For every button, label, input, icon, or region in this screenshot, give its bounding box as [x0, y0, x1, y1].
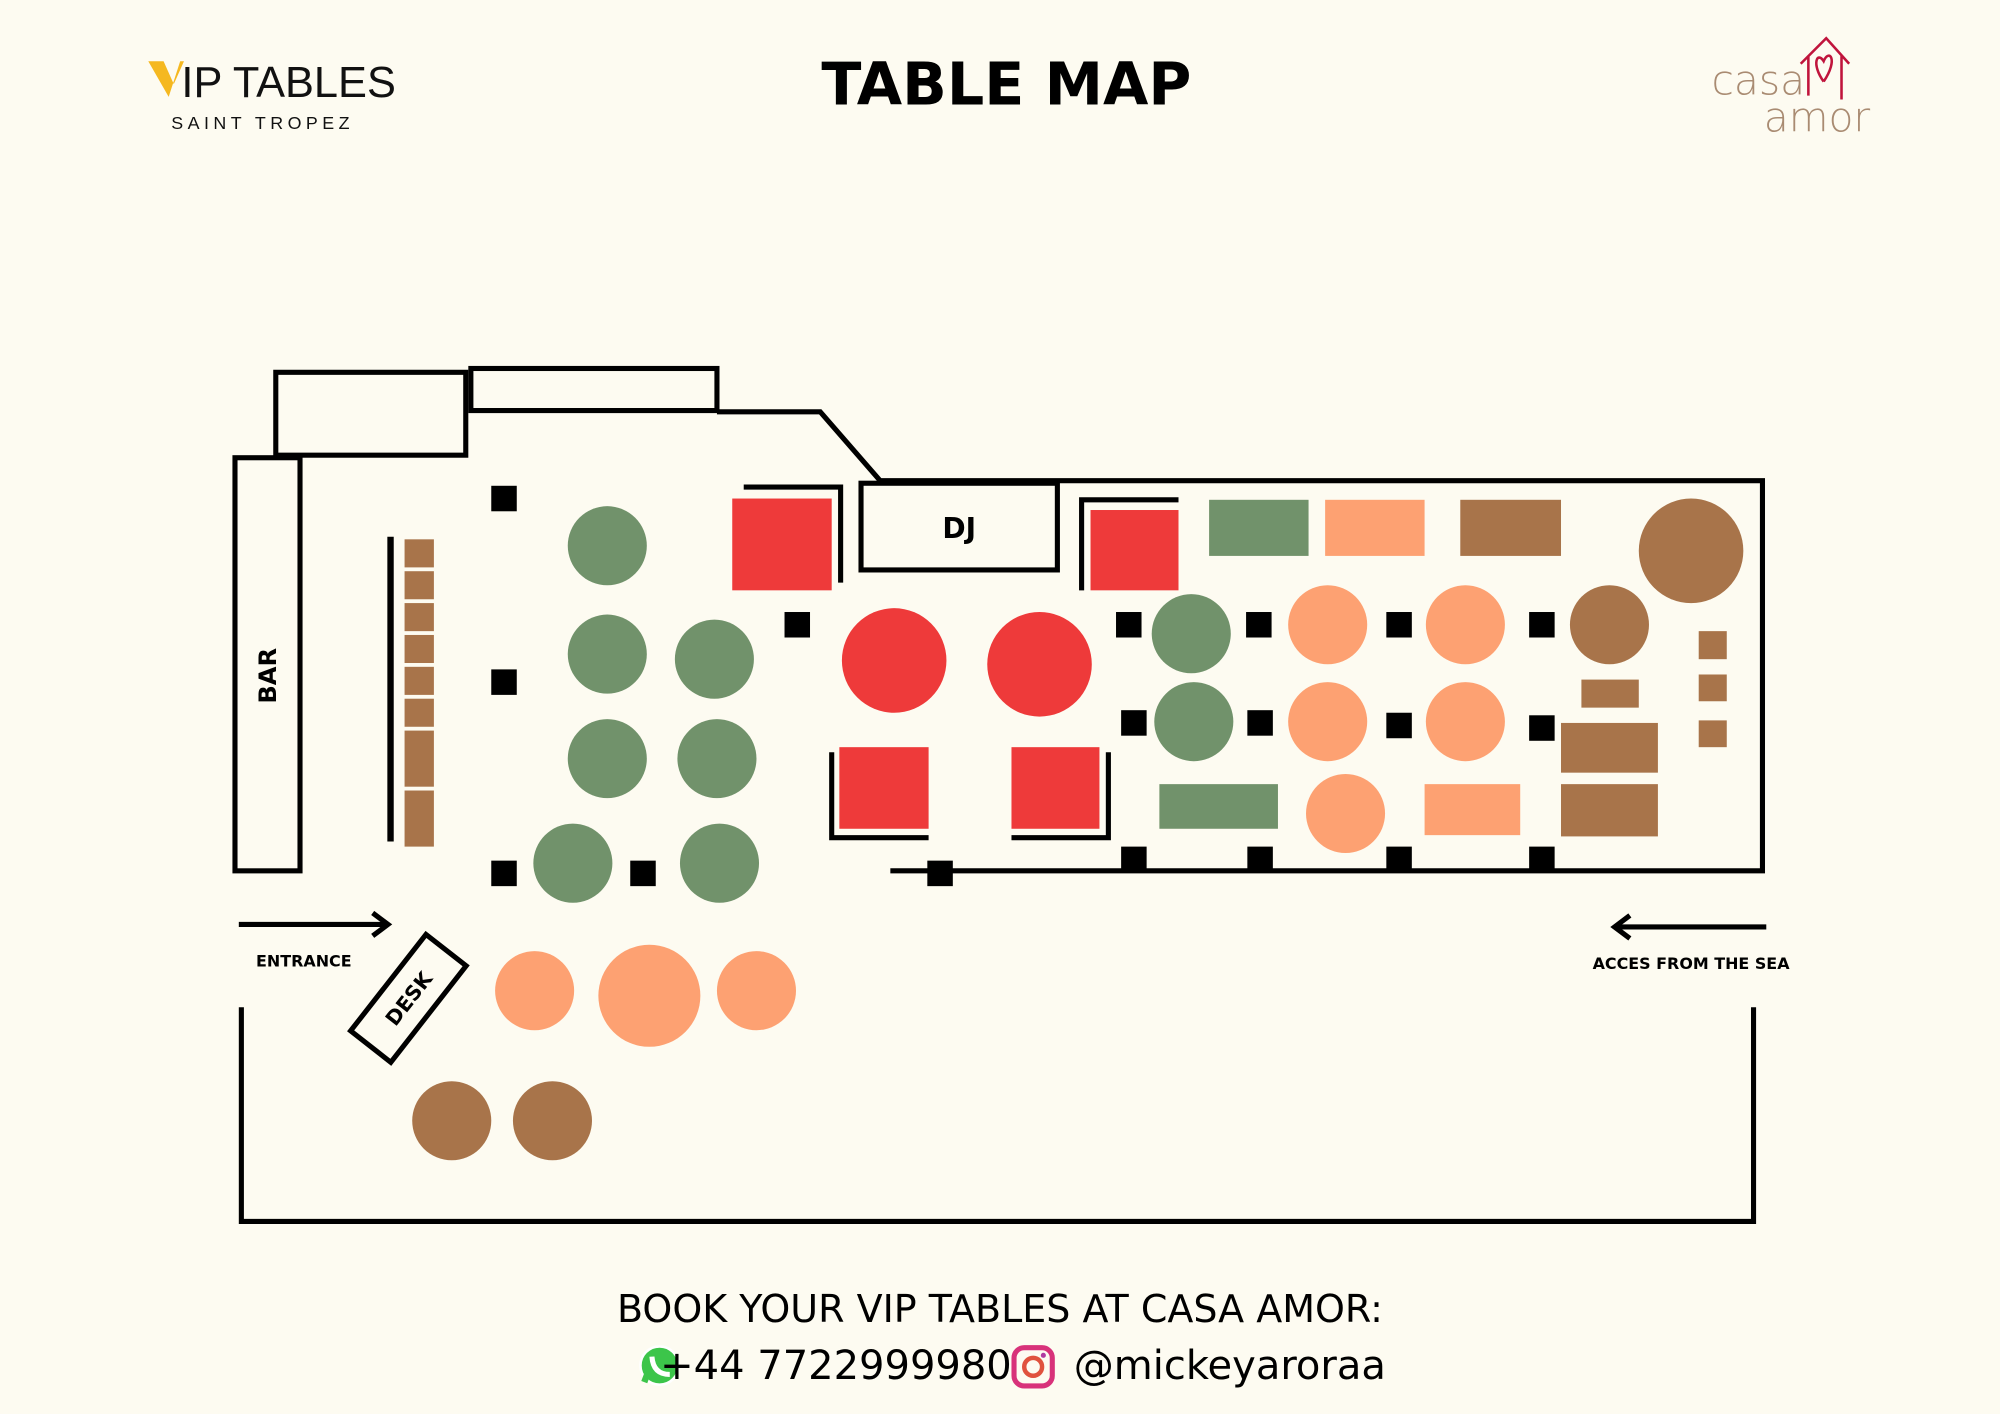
pillar — [1247, 710, 1273, 736]
table-brown-small[interactable] — [1698, 674, 1727, 702]
bar-stools — [404, 539, 434, 847]
table-salmon-rect[interactable] — [1325, 499, 1425, 556]
table-green-round[interactable] — [1154, 682, 1234, 762]
table-brown-round[interactable] — [1638, 498, 1744, 604]
table-brown-rect[interactable] — [1581, 679, 1639, 708]
logo-amor-text: amor — [1764, 93, 1871, 141]
bar-stool — [404, 666, 434, 695]
outer-terrace-wall — [238, 1007, 1757, 1225]
booking-headline: BOOK YOUR VIP TABLES AT CASA AMOR: — [617, 1287, 1383, 1331]
brown-tables — [412, 498, 1744, 1161]
table-red-square[interactable] — [1011, 747, 1100, 829]
table-green-rect[interactable] — [1159, 784, 1278, 829]
table-green-round[interactable] — [567, 614, 647, 694]
pillar — [1529, 715, 1555, 741]
bar-stool — [404, 603, 434, 632]
logo-main-text: IP TABLES — [181, 59, 395, 107]
bar-stool — [404, 539, 434, 568]
table-brown-rect[interactable] — [1460, 499, 1562, 556]
pillar — [1529, 846, 1555, 873]
table-green-round[interactable] — [567, 506, 647, 586]
table-red-round[interactable] — [841, 608, 947, 713]
pillar — [491, 485, 517, 512]
pillar — [1247, 846, 1273, 873]
green-tables — [533, 499, 1309, 903]
table-brown-round[interactable] — [512, 1081, 592, 1161]
bar-stool — [404, 698, 434, 727]
reception-desk: DESK — [347, 930, 470, 1066]
contact-line: +44 7722999980 @mickeyaroraa — [0, 1343, 2000, 1389]
sea-access-arrow-icon — [1610, 913, 1767, 941]
pillar — [927, 860, 953, 887]
table-salmon-round[interactable] — [1288, 682, 1368, 762]
bar-stool — [404, 571, 434, 600]
table-red-square[interactable] — [839, 747, 929, 829]
table-salmon-round[interactable] — [1425, 682, 1505, 762]
table-salmon-round[interactable] — [1288, 585, 1368, 665]
casa-amor-logo: casa amor — [1711, 36, 1871, 141]
pillar — [1121, 846, 1147, 873]
pillar — [1386, 712, 1412, 739]
bar-stool — [404, 730, 434, 787]
red-tables — [732, 484, 1179, 841]
table-red-square[interactable] — [732, 498, 832, 591]
sea-access-label: ACCES FROM THE SEA — [1593, 954, 1791, 973]
desk-label: DESK — [381, 966, 438, 1030]
house-heart-icon — [1799, 36, 1851, 100]
bar-label: BAR — [254, 647, 282, 703]
wall-block-top-left — [273, 369, 469, 458]
table-brown-rect[interactable] — [1561, 784, 1658, 837]
table-green-round[interactable] — [567, 719, 647, 799]
pillar — [1386, 612, 1412, 638]
table-green-round[interactable] — [1151, 594, 1231, 674]
table-brown-round[interactable] — [1569, 585, 1649, 665]
table-salmon-round[interactable] — [716, 951, 796, 1031]
table-red-round[interactable] — [987, 612, 1092, 717]
salmon-tables — [495, 499, 1521, 1047]
table-green-round[interactable] — [674, 619, 754, 699]
table-green-round[interactable] — [677, 719, 757, 799]
wall-top — [716, 409, 1766, 874]
table-red-square[interactable] — [1090, 510, 1179, 591]
entrance-label: ENTRANCE — [256, 951, 352, 970]
table-brown-rect[interactable] — [1561, 722, 1658, 773]
logo-casa-text: casa — [1711, 56, 1805, 104]
table-brown-round[interactable] — [412, 1081, 492, 1161]
pillar — [1116, 612, 1142, 638]
dj-label: DJ — [942, 512, 976, 545]
pillar — [491, 669, 517, 695]
pillars — [491, 485, 1555, 887]
dj-booth — [858, 480, 1060, 573]
logo-sub-text: SAINT TROPEZ — [171, 113, 354, 133]
table-salmon-round[interactable] — [598, 944, 701, 1047]
logo-v-mark — [148, 61, 184, 97]
pillar — [1121, 710, 1147, 736]
phone-number[interactable]: +44 7722999980 — [660, 1343, 1012, 1389]
wall-block-top — [468, 365, 720, 414]
table-green-round[interactable] — [533, 823, 613, 903]
pillar — [1529, 612, 1555, 638]
table-brown-small[interactable] — [1698, 631, 1727, 660]
table-salmon-round[interactable] — [1306, 773, 1386, 853]
entrance-arrow-icon — [238, 910, 393, 938]
table-brown-small[interactable] — [1698, 720, 1727, 748]
bar-stool — [404, 634, 434, 664]
table-salmon-round[interactable] — [495, 951, 575, 1031]
pillar — [630, 860, 656, 887]
table-green-round[interactable] — [679, 823, 760, 903]
table-green-rect[interactable] — [1209, 499, 1309, 556]
pillar — [1246, 612, 1272, 638]
instagram-handle[interactable]: @mickeyaroraa — [1073, 1343, 1386, 1389]
bar-counter — [232, 455, 303, 874]
pillar — [784, 612, 811, 638]
page-title: TABLE MAP — [821, 51, 1191, 119]
vip-tables-logo: IP TABLES SAINT TROPEZ — [148, 59, 396, 133]
table-salmon-rect[interactable] — [1424, 784, 1521, 836]
pillar — [1386, 846, 1412, 873]
instagram-icon[interactable] — [1011, 1345, 1055, 1389]
pillar — [491, 860, 517, 887]
whatsapp-icon[interactable] — [639, 1345, 680, 1386]
table-salmon-round[interactable] — [1425, 585, 1505, 665]
bar-stool — [404, 790, 434, 847]
